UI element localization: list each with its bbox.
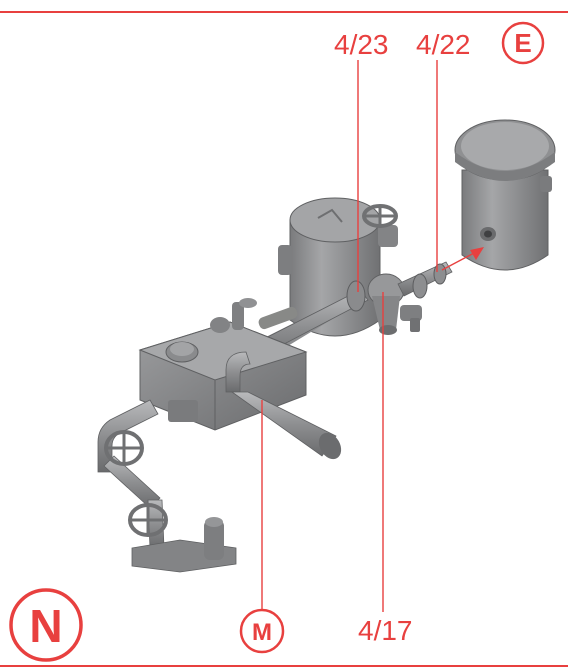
label-4-23: 4/23	[334, 29, 389, 60]
callout-m-label: M	[252, 619, 272, 646]
elbow-pipe-m	[225, 351, 342, 460]
leader-e-arrow	[441, 251, 477, 271]
arrow-icon	[470, 247, 484, 260]
outlet-pipe	[97, 399, 237, 573]
label-4-22: 4/22	[416, 29, 471, 60]
step-n-label: N	[29, 600, 62, 652]
callout-e-label: E	[514, 28, 531, 58]
valve-wheel-top	[362, 204, 398, 247]
callout-e: E	[501, 21, 545, 65]
circled-letter-icon	[9, 588, 83, 662]
callout-m: M	[239, 608, 285, 654]
pump-box	[138, 298, 308, 431]
circled-letter-icon	[239, 608, 285, 654]
leader-lines	[261, 60, 477, 612]
tank-e	[454, 119, 556, 271]
label-4-17: 4/17	[358, 615, 413, 646]
circled-letter-icon	[501, 21, 545, 65]
step-n: N	[9, 588, 83, 662]
